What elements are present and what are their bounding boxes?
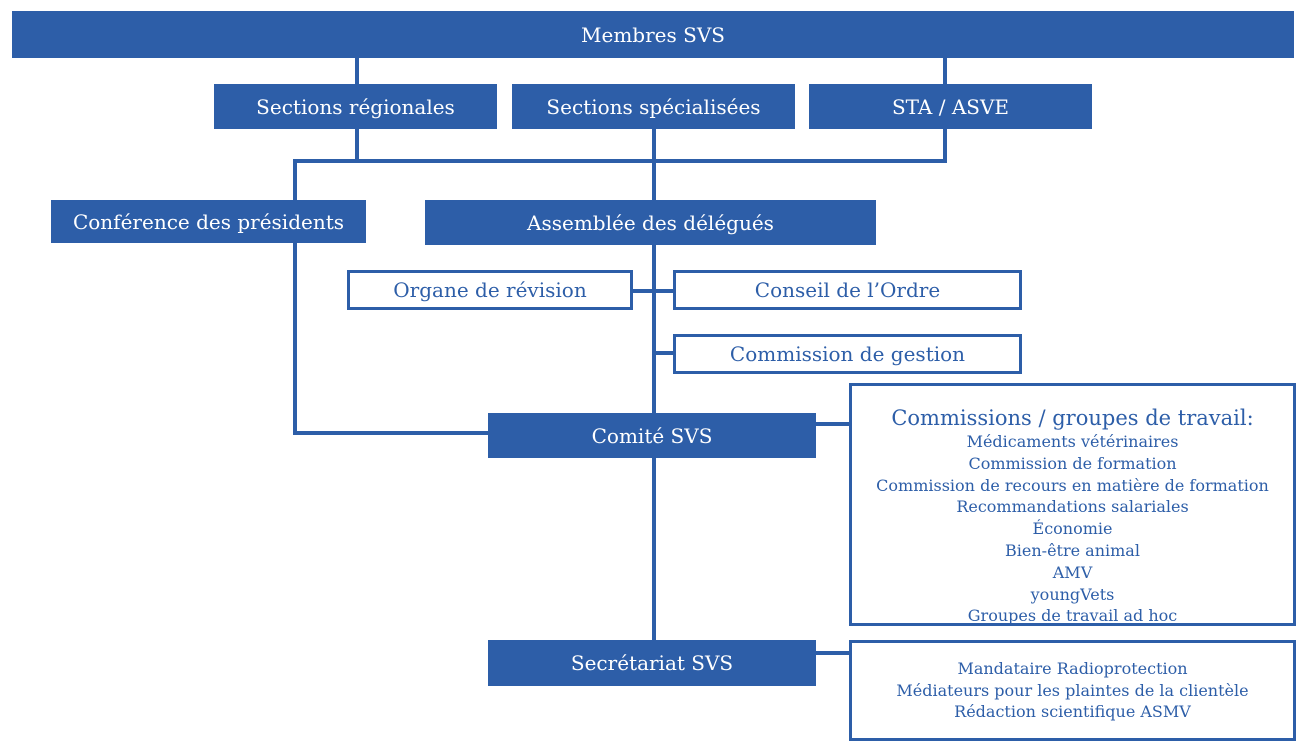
secretariat-role-item: Mandataire Radioprotection bbox=[957, 658, 1188, 678]
secretariat-role-item: Rédaction scientifique ASMV bbox=[954, 702, 1191, 722]
connector-conference-down bbox=[293, 243, 297, 435]
node-sections-specialisees: Sections spécialisées bbox=[512, 84, 795, 129]
secretariat-role-item: Médiateurs pour les plaintes de la clien… bbox=[896, 680, 1249, 700]
node-conseil-ordre: Conseil de l’Ordre bbox=[673, 270, 1022, 310]
node-assemblee-delegues: Assemblée des délégués bbox=[425, 200, 876, 245]
connector-comite-commissions bbox=[816, 422, 849, 426]
connector-conference-top bbox=[293, 159, 297, 200]
node-sta-asve: STA / ASVE bbox=[809, 84, 1092, 129]
connector-membres-regionales bbox=[355, 58, 359, 86]
commissions-title: Commissions / groupes de travail: bbox=[891, 406, 1254, 430]
node-comite-svs: Comité SVS bbox=[488, 413, 816, 458]
connector-sections-horizontal bbox=[293, 159, 947, 163]
node-organe-revision: Organe de révision bbox=[347, 270, 633, 310]
commission-item: Recommandations salariales bbox=[956, 497, 1189, 517]
node-membres-svs: Membres SVS bbox=[12, 11, 1294, 58]
node-commission-gestion: Commission de gestion bbox=[673, 334, 1022, 374]
commissions-box: Commissions / groupes de travail: Médica… bbox=[849, 383, 1296, 626]
commission-item: AMV bbox=[1052, 562, 1093, 582]
commission-item: Bien-être animal bbox=[1005, 540, 1140, 560]
connector-sta-down bbox=[943, 129, 947, 162]
connector-membres-sta bbox=[943, 58, 947, 86]
connector-commission-gestion bbox=[652, 351, 673, 355]
node-sections-regionales: Sections régionales bbox=[214, 84, 497, 129]
commission-item: youngVets bbox=[1030, 584, 1115, 604]
secretariat-roles-box: Mandataire Radioprotection Médiateurs po… bbox=[849, 640, 1296, 741]
connector-regionales-down bbox=[355, 129, 359, 162]
connector-conference-comite bbox=[293, 431, 488, 435]
commission-item: Commission de formation bbox=[968, 453, 1177, 473]
connector-specialisees-down bbox=[652, 129, 656, 200]
commission-item: Médicaments vétérinaires bbox=[966, 432, 1179, 451]
node-secretariat-svs: Secrétariat SVS bbox=[488, 640, 816, 686]
connector-secretariat-roles bbox=[816, 651, 849, 655]
connector-organe-conseil bbox=[633, 289, 673, 293]
commission-item: Groupes de travail ad hoc bbox=[967, 606, 1178, 626]
commission-item: Commission de recours en matière de form… bbox=[876, 475, 1269, 495]
node-conference-presidents: Conférence des présidents bbox=[51, 200, 366, 243]
commission-item: Économie bbox=[1032, 519, 1113, 539]
